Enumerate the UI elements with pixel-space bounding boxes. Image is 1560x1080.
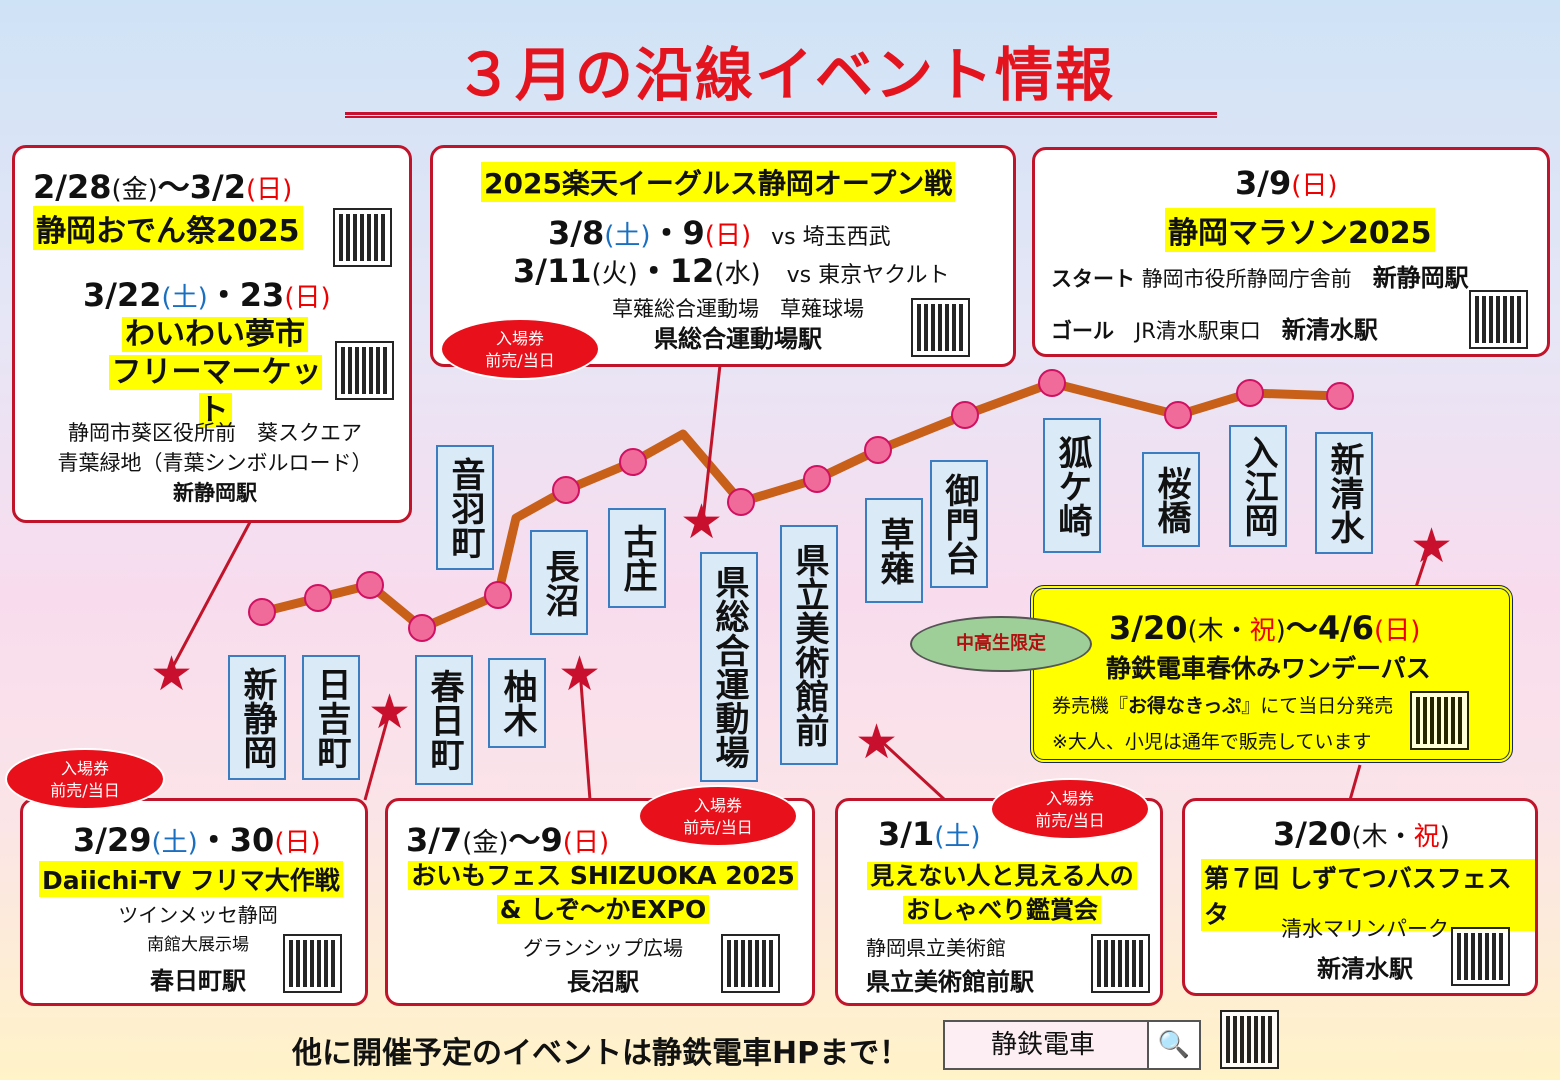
qr-code[interactable] [721, 934, 780, 993]
star-marker: ★ [150, 646, 194, 702]
search-box[interactable]: 静鉄電車 🔍 [943, 1020, 1201, 1070]
event-card-bus: 3/20(木・祝) 第７回 しずてつバスフェスタ 清水マリンパーク新清水駅 [1182, 798, 1538, 996]
station-label[interactable]: 春日町 [415, 655, 473, 785]
event-name[interactable]: 静鉄電車春休みワンデーパス [1106, 654, 1431, 683]
event-card-one-day-pass: 3/20(木・祝)〜4/6(日) 静鉄電車春休みワンデーパス 券売機『お得なきっ… [1030, 585, 1513, 763]
station-label[interactable]: 音羽町 [436, 445, 494, 570]
station-label[interactable]: 新静岡 [228, 655, 286, 780]
station-dot [1236, 379, 1264, 407]
station-label[interactable]: 桜橋 [1142, 452, 1200, 547]
star-marker: ★ [855, 714, 899, 770]
qr-code[interactable] [333, 208, 392, 267]
station-label[interactable]: 新清水 [1315, 432, 1373, 554]
station-label[interactable]: 古庄 [608, 508, 666, 608]
event-name[interactable]: 第７回 しずてつバスフェスタ [1201, 859, 1535, 931]
event-date: 2/28(金)〜3/2(日) [33, 168, 293, 206]
event-card-oimo: 3/7(金)〜9(日) おいもフェス SHIZUOKA 2025& しぞ〜かEX… [385, 798, 815, 1006]
rail-track [260, 378, 1341, 633]
station-dot [248, 598, 276, 626]
qr-code[interactable] [335, 341, 394, 400]
qr-code[interactable] [1220, 1010, 1279, 1069]
page-title: ３月の沿線イベント情報 [455, 41, 1116, 109]
ticket-badge: 入場券前売/当日 [440, 318, 600, 380]
star-marker: ★ [558, 646, 602, 702]
event-name[interactable]: 2025楽天イーグルス静岡オープン戦 [481, 162, 956, 202]
station-label[interactable]: 柚木 [488, 658, 546, 748]
station-label[interactable]: 日吉町 [302, 655, 360, 780]
qr-code[interactable] [1091, 934, 1150, 993]
event-name[interactable]: わいわい夢市フリーマーケット [105, 316, 325, 430]
event-name[interactable]: Daiichi-TV フリマ大作戦 [39, 861, 343, 897]
station-dot [1164, 401, 1192, 429]
callout-lines [168, 364, 1432, 802]
event-card-marathon: 3/9(日) 静岡マラソン2025 スタート 静岡市役所静岡庁舎前 新静岡駅 ゴ… [1032, 147, 1550, 357]
qr-code[interactable] [1451, 927, 1510, 986]
qr-code[interactable] [1410, 691, 1469, 750]
footer-text: 他に開催予定のイベントは静鉄電車HPまで！ [292, 1036, 910, 1071]
event-name[interactable]: おいもフェス SHIZUOKA 2025& しぞ〜かEXPO [398, 859, 808, 927]
qr-code[interactable] [283, 934, 342, 993]
event-place: 静岡市葵区役所前 葵スクエア青葉緑地（青葉シンボルロード）新静岡駅 [57, 421, 373, 505]
station-dot [552, 476, 580, 504]
search-icon[interactable]: 🔍 [1147, 1022, 1199, 1068]
station-dot [951, 401, 979, 429]
event-name[interactable]: 静岡マラソン2025 [1165, 208, 1435, 252]
ticket-badge: 入場券前売/当日 [5, 748, 165, 810]
star-marker: ★ [1410, 518, 1454, 574]
station-dot [803, 465, 831, 493]
qr-code[interactable] [1469, 290, 1528, 349]
event-name[interactable]: 見えない人と見える人のおしゃべり鑑賞会 [843, 859, 1161, 927]
star-marker: ★ [368, 684, 412, 740]
station-label[interactable]: 入江岡 [1229, 425, 1287, 547]
station-label[interactable]: 御門台 [930, 460, 988, 588]
search-input[interactable]: 静鉄電車 [945, 1022, 1147, 1068]
ticket-badge: 入場券前売/当日 [638, 785, 798, 847]
station-dot [356, 571, 384, 599]
star-marker: ★ [680, 494, 724, 550]
station-dot [864, 436, 892, 464]
event-card-art: 3/1(土) 見えない人と見える人のおしゃべり鑑賞会 静岡県立美術館県立美術館前… [835, 798, 1163, 1006]
station-dot [304, 584, 332, 612]
ticket-badge: 入場券前売/当日 [990, 778, 1150, 840]
qr-code[interactable] [911, 298, 970, 357]
station-label[interactable]: 長沼 [530, 530, 588, 635]
station-label[interactable]: 県総合運動場 [700, 552, 758, 782]
student-only-tag: 中高生限定 [910, 616, 1092, 672]
event-card-daiichi: 3/29(土)・30(日) Daiichi-TV フリマ大作戦 ツインメッセ静岡… [20, 798, 368, 1006]
title-underline [345, 112, 1217, 118]
event-card-oden-waiwai: 2/28(金)〜3/2(日) 静岡おでん祭2025 3/22(土)・23(日) … [12, 145, 412, 523]
station-dot [619, 448, 647, 476]
station-dot [1038, 369, 1066, 397]
station-dot [408, 614, 436, 642]
event-name[interactable]: 静岡おでん祭2025 [33, 206, 303, 250]
station-dot [1326, 382, 1354, 410]
station-label[interactable]: 草薙 [865, 498, 923, 603]
station-label[interactable]: 県立美術館前 [780, 525, 838, 765]
station-label[interactable]: 狐ケ崎 [1043, 418, 1101, 553]
station-dot [484, 581, 512, 609]
station-dot [727, 488, 755, 516]
